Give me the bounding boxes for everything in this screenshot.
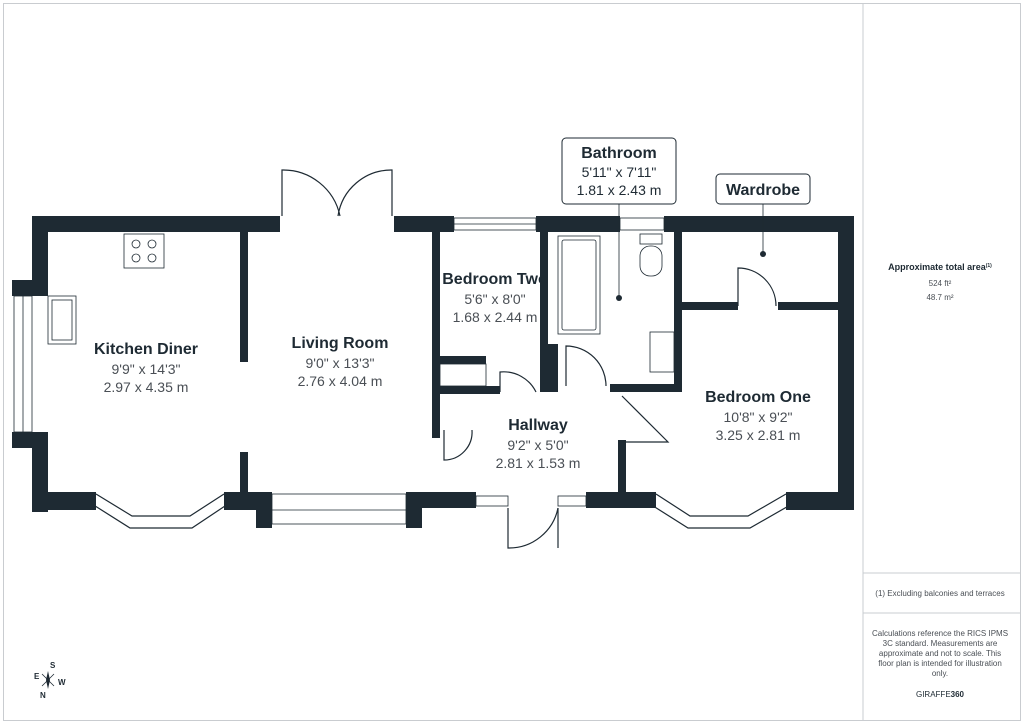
page-border [3,3,1021,721]
area-title: Approximate total area(1) [888,262,992,272]
bathroom-imperial: 5'11" x 7'11" [582,164,657,180]
bathroom-callout: Bathroom 5'11" x 7'11" 1.81 x 2.43 m [561,137,677,301]
disclaimer-line-4: floor plan is intended for illustration [878,659,1002,668]
wardrobe-callout: Wardrobe [715,173,811,257]
walls [12,216,854,528]
windows-and-doors [13,169,793,549]
kitchen-diner-metric: 2.97 x 4.35 m [104,379,189,395]
bedroom-one-metric: 3.25 x 2.81 m [716,427,801,443]
area-sqft: 524 ft² [929,279,952,288]
compass-north: N [40,691,46,700]
bedroom-two-metric: 1.68 x 2.44 m [453,309,538,325]
room-bedroom-two: Bedroom Two 5'6" x 8'0" 1.68 x 2.44 m [442,271,548,325]
kitchen-diner-imperial: 9'9" x 14'3" [112,361,181,377]
bathroom-metric: 1.81 x 2.43 m [577,182,662,198]
compass: S E W N [34,661,66,700]
disclaimer-line-1: Calculations reference the RICS IPMS [872,629,1008,638]
compass-south: S [50,661,56,670]
bedroom-one-name: Bedroom One [705,389,811,406]
bedroom-one-imperial: 10'8" x 9'2" [724,409,793,425]
area-sqm: 48.7 m² [926,293,953,302]
brand-logo: GIRAFFE360 [916,690,965,699]
bathroom-name: Bathroom [581,145,657,162]
excluding-note: (1) Excluding balconies and terraces [875,589,1004,598]
disclaimer: Calculations reference the RICS IPMS 3C … [872,629,1008,678]
bedroom-two-name: Bedroom Two [442,271,548,288]
room-kitchen-diner: Kitchen Diner 9'9" x 14'3" 2.97 x 4.35 m [94,341,198,395]
living-room-imperial: 9'0" x 13'3" [306,355,375,371]
hallway-name: Hallway [508,417,568,434]
hallway-imperial: 9'2" x 5'0" [507,437,568,453]
living-room-metric: 2.76 x 4.04 m [298,373,383,389]
compass-east: E [34,672,40,681]
disclaimer-line-2: 3C standard. Measurements are [883,639,998,648]
disclaimer-line-5: only. [932,669,948,678]
area-footnote-mark: (1) [986,263,992,269]
living-room-name: Living Room [292,335,389,352]
room-hallway: Hallway 9'2" x 5'0" 2.81 x 1.53 m [496,417,581,471]
room-bedroom-one: Bedroom One 10'8" x 9'2" 3.25 x 2.81 m [705,389,811,443]
hallway-metric: 2.81 x 1.53 m [496,455,581,471]
area-summary: Approximate total area(1) 524 ft² 48.7 m… [888,262,992,302]
disclaimer-line-3: approximate and not to scale. This [879,649,1001,658]
wardrobe-name: Wardrobe [726,182,800,199]
kitchen-diner-name: Kitchen Diner [94,341,198,358]
room-living-room: Living Room 9'0" x 13'3" 2.76 x 4.04 m [292,335,389,389]
bedroom-two-imperial: 5'6" x 8'0" [464,291,525,307]
compass-west: W [58,678,66,687]
